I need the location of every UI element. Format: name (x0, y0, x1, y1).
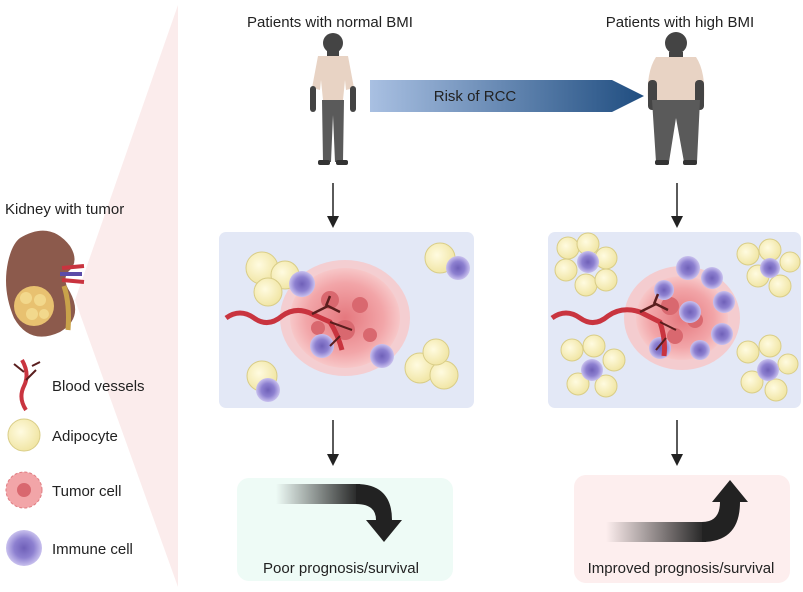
normal-bmi-label: Patients with normal BMI (247, 14, 413, 31)
legend-label-immune-cell: Immune cell (52, 541, 133, 558)
high-bmi-label: Patients with high BMI (606, 14, 754, 31)
legend-immune-cell: Immune cell (6, 530, 133, 566)
zoom-cone (75, 5, 178, 587)
legend-blood-vessels: Blood vessels (13, 359, 145, 412)
normal-bmi-tumor-panel (219, 232, 474, 408)
legend-label-adipocyte: Adipocyte (52, 428, 118, 445)
legend-label-tumor-cell: Tumor cell (52, 483, 121, 500)
adipocyte-icon (7, 418, 41, 452)
poor-prognosis-box: Poor prognosis/survival (237, 478, 453, 581)
normal-bmi-person-icon (310, 33, 356, 165)
risk-of-rcc-label: Risk of RCC (434, 88, 517, 105)
kidney-title: Kidney with tumor (5, 201, 124, 218)
high-bmi-tumor-panel (548, 232, 801, 408)
kidney-with-tumor-icon (6, 230, 85, 337)
risk-of-rcc-arrow: Risk of RCC (370, 80, 644, 112)
high-bmi-person-icon (647, 32, 705, 165)
legend-label-blood-vessels: Blood vessels (52, 378, 145, 395)
improved-prognosis-label: Improved prognosis/survival (588, 560, 775, 577)
improved-prognosis-box: Improved prognosis/survival (574, 475, 790, 583)
legend-tumor-cell: Tumor cell (5, 471, 121, 509)
immune-cell-icon (6, 530, 42, 566)
legend-adipocyte: Adipocyte (7, 418, 118, 452)
blood-vessel-icon (19, 359, 29, 412)
poor-prognosis-label: Poor prognosis/survival (263, 560, 419, 577)
